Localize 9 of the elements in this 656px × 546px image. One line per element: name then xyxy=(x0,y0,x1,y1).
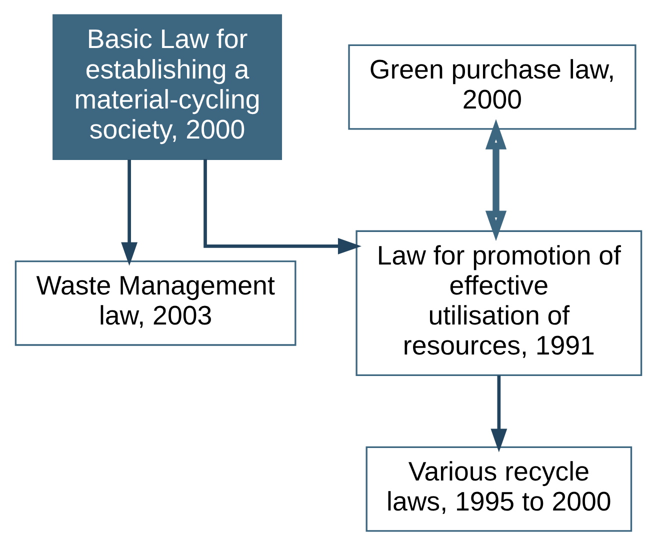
arrow xyxy=(203,159,361,254)
node-box: Law for promotion of effective utilisation of resources, 1991 xyxy=(355,230,642,376)
node-box: Waste Management law, 2003 xyxy=(14,260,296,346)
arrow xyxy=(120,160,138,266)
node-box: Basic Law for establishing a material-cycling society, 2000 xyxy=(52,14,282,160)
node-box: Green purchase law, 2000 xyxy=(348,44,636,130)
arrow xyxy=(490,376,507,452)
node-box: Various recycle laws, 1995 to 2000 xyxy=(365,446,632,532)
arrow xyxy=(484,119,506,242)
